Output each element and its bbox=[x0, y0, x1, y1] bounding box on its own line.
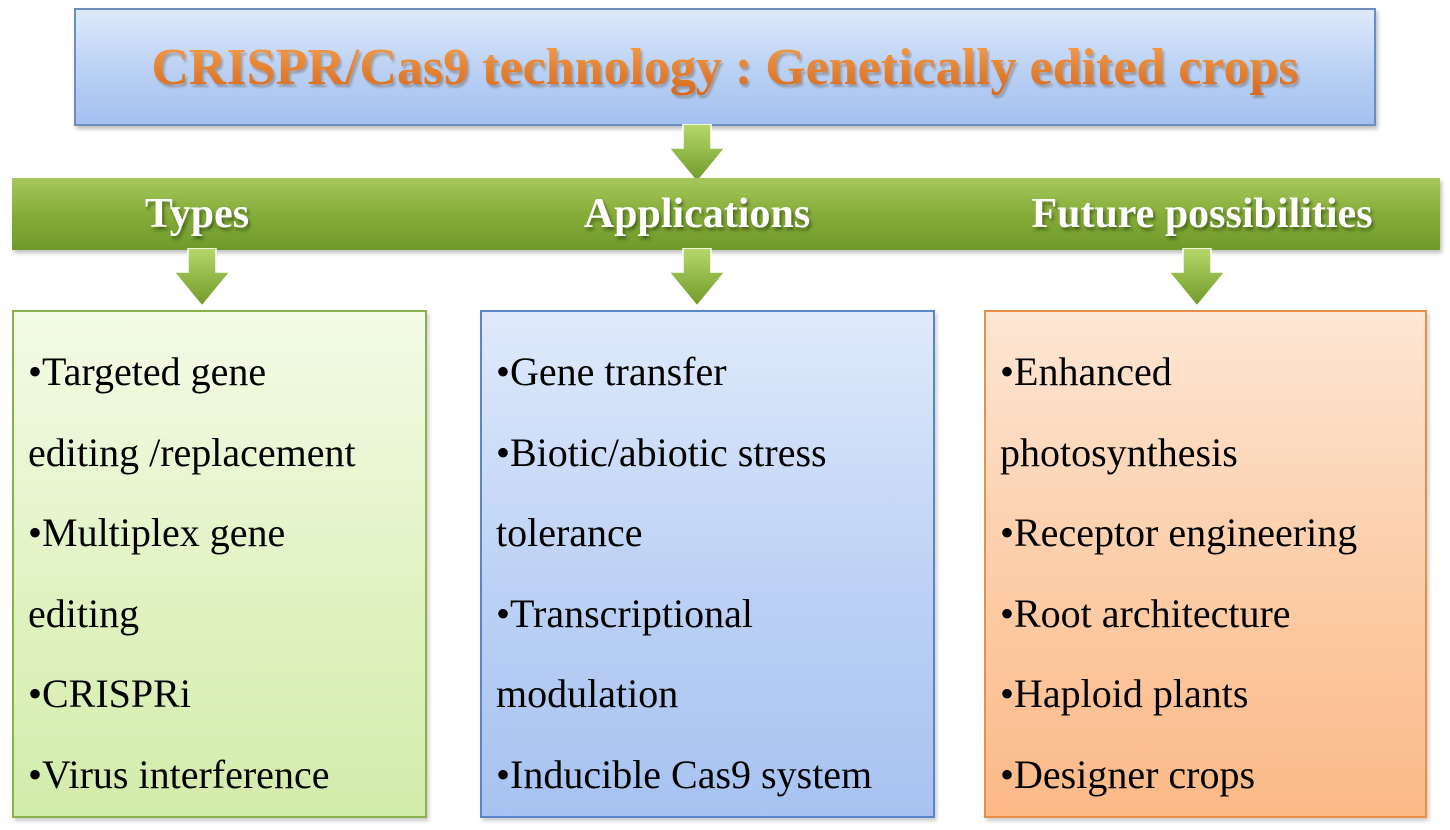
down-arrow-icon bbox=[667, 248, 727, 308]
future-list: •Enhanced photosynthesis •Receptor engin… bbox=[1000, 332, 1425, 815]
applications-list: •Gene transfer •Biotic/abiotic stress to… bbox=[496, 332, 933, 815]
list-item: editing bbox=[28, 590, 140, 636]
list-item: editing /replacement bbox=[28, 429, 356, 475]
down-arrow-icon bbox=[172, 248, 232, 308]
future-box: •Enhanced photosynthesis •Receptor engin… bbox=[984, 310, 1427, 818]
list-item: •Gene transfer bbox=[496, 349, 727, 394]
category-label-types: Types bbox=[144, 191, 250, 237]
applications-box: •Gene transfer •Biotic/abiotic stress to… bbox=[480, 310, 935, 818]
list-item: •Inducible Cas9 system bbox=[496, 751, 873, 797]
list-item: •Multiplex gene bbox=[28, 510, 286, 555]
list-item: •Root architecture bbox=[1000, 590, 1291, 636]
title-box: CRISPR/Cas9 technology : Genetically edi… bbox=[74, 8, 1376, 126]
list-item: •Receptor engineering bbox=[1000, 510, 1358, 555]
types-box: •Targeted gene editing /replacement •Mul… bbox=[12, 310, 427, 818]
list-item: •Biotic/abiotic stress bbox=[496, 429, 827, 475]
down-arrow-icon bbox=[1167, 248, 1227, 308]
list-item: •Transcriptional bbox=[496, 590, 753, 636]
list-item: •Enhanced bbox=[1000, 349, 1172, 394]
list-item: photosynthesis bbox=[1000, 429, 1238, 475]
types-list: •Targeted gene editing /replacement •Mul… bbox=[28, 332, 425, 815]
category-label-future: Future possibilities bbox=[1031, 191, 1373, 237]
list-item: •Virus interference bbox=[28, 751, 330, 797]
list-item: tolerance bbox=[496, 510, 643, 555]
down-arrow-icon bbox=[667, 124, 727, 184]
list-item: •Designer crops bbox=[1000, 751, 1256, 797]
diagram-title: CRISPR/Cas9 technology : Genetically edi… bbox=[151, 38, 1299, 96]
list-item: •Targeted gene bbox=[28, 349, 267, 394]
list-item: •Haploid plants bbox=[1000, 671, 1249, 716]
list-item: •CRISPRi bbox=[28, 671, 191, 716]
list-item: modulation bbox=[496, 671, 679, 716]
category-label-applications: Applications bbox=[583, 191, 811, 237]
category-band: Types Applications Future possibilities bbox=[12, 178, 1440, 250]
